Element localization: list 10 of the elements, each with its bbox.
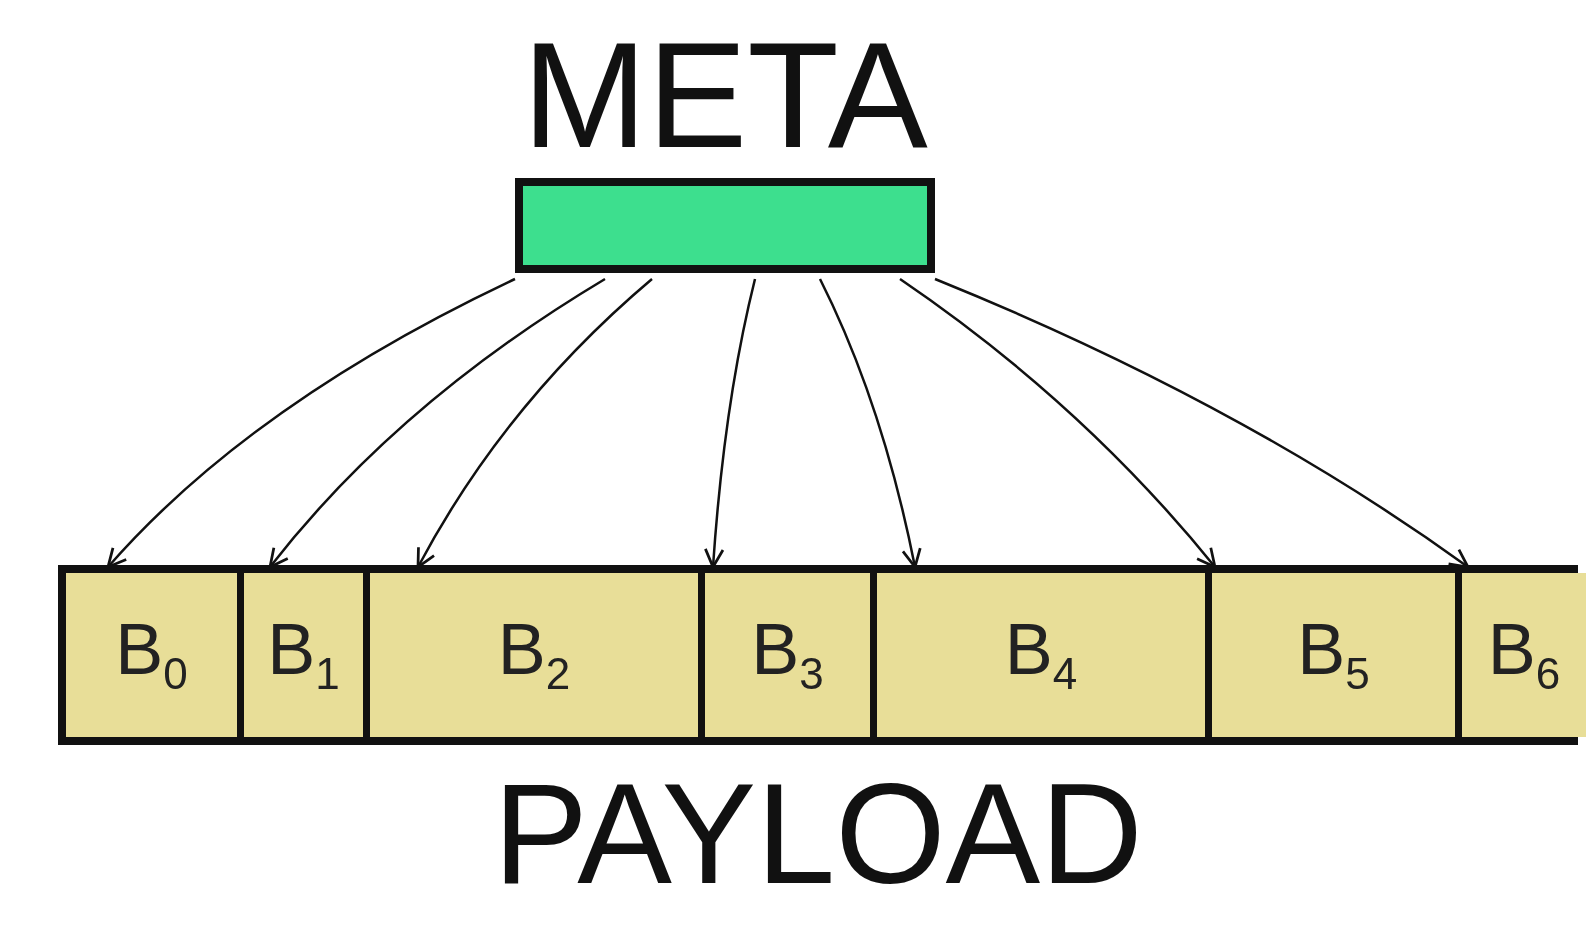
segment-label: B$_{5}$ bbox=[1297, 613, 1370, 697]
payload-segment bbox=[1455, 573, 1586, 737]
meta-heading: META bbox=[521, 20, 929, 160]
payload-heading: PAYLOAD bbox=[492, 763, 1144, 913]
segment-label: B$_{6}$ bbox=[1487, 613, 1561, 697]
segment-label: B$_{4}$ bbox=[1004, 613, 1078, 697]
segment-label: B$_{1}$ bbox=[267, 613, 340, 697]
segment-label: B$_{2}$ bbox=[497, 613, 571, 697]
segment-label: B$_{0}$ bbox=[115, 613, 188, 697]
segment-label: B$_{3}$ bbox=[751, 613, 824, 697]
